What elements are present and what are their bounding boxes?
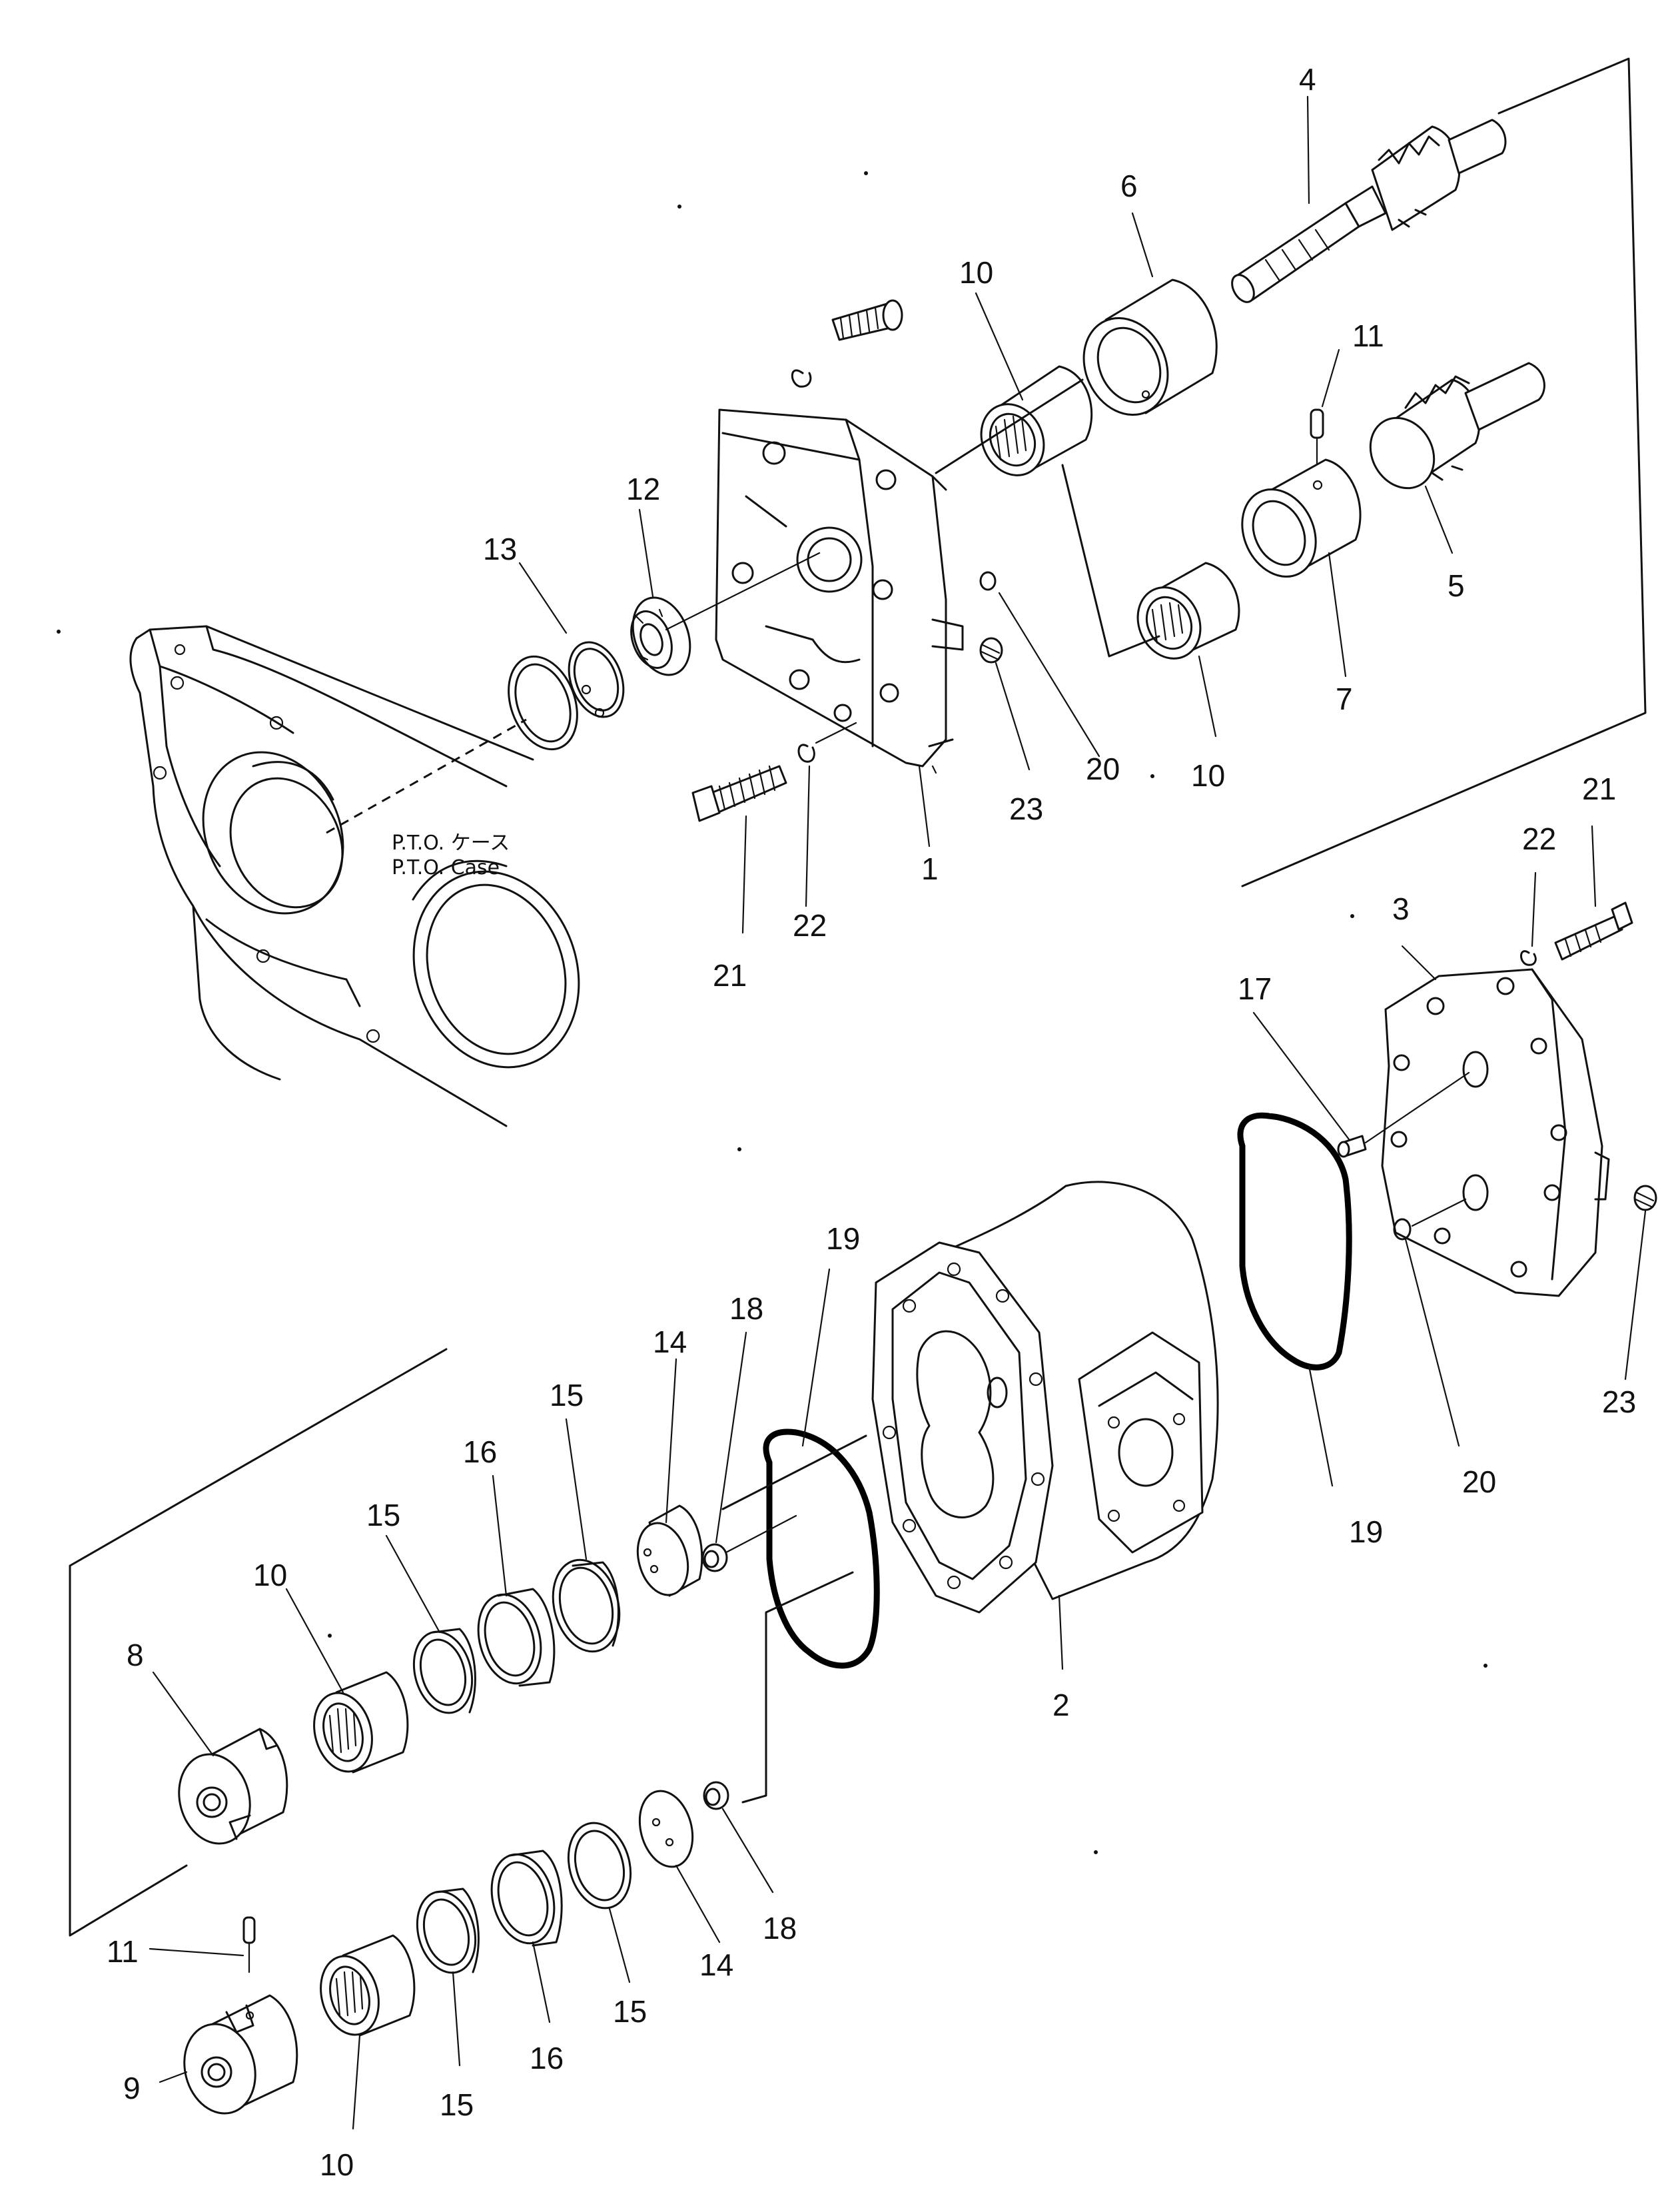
needle-bearing-lower-b [320,1934,416,2037]
callout-3: 3 [1392,891,1410,926]
case-label-en: P.T.O. Case [392,856,500,879]
callout-7: 7 [1336,682,1353,716]
callout-18: 18 [729,1291,763,1326]
callout-6: 6 [1120,169,1138,203]
pin [1310,408,1324,468]
ball-bearing [630,596,691,676]
callout-15: 15 [366,1498,400,1532]
wear-plate-lower [638,1790,694,1868]
pto-case: P.T.O. ケース P.T.O. Case [129,625,580,1127]
callout-19: 19 [826,1221,860,1256]
pump-body [871,1181,1219,1614]
callout-2: 2 [1052,1688,1070,1722]
callout-10: 10 [959,255,993,290]
seal-ring-15a [552,1558,621,1653]
dowel-pin [1337,1071,1470,1158]
callout-16: 16 [463,1434,497,1469]
plug-right [1633,1185,1657,1211]
callout-21: 21 [1582,772,1616,806]
lock-washer-22 [797,744,815,763]
scan-specks [57,171,1487,1854]
bolt-21-right [1554,901,1633,961]
bushing-9 [183,1994,298,2115]
needle-bearing-lower-a [313,1671,409,1774]
cover-plate [715,408,964,768]
callout-10: 10 [253,1558,287,1592]
callout-18: 18 [763,1911,797,1945]
lock-washer [791,369,812,388]
bolt-21 [691,765,787,822]
callout-10: 10 [320,2147,354,2182]
large-o-ring-left [763,1428,880,1669]
callout-10: 10 [1191,758,1225,793]
callout-8: 8 [127,1638,144,1672]
callout-22: 22 [793,908,827,943]
seal-ring-15b [412,1628,476,1714]
callout-17: 17 [1238,971,1272,1006]
small-o-ring-right [1393,1218,1412,1241]
drive-shaft [1231,119,1507,303]
backup-ring-16a [477,1588,556,1687]
callout-11: 11 [107,1934,139,1969]
case-label-jp: P.T.O. ケース [392,831,510,855]
lock-washer-22-right [1520,950,1537,966]
check-valve-upper [701,1514,797,1572]
callout-4: 4 [1299,62,1316,97]
ring [508,655,578,751]
large-o-ring-right [1237,1112,1352,1371]
callout-20: 20 [1462,1464,1496,1499]
seal-ring-15c [567,1822,632,1910]
bushing-8 [178,1728,288,1845]
callout-15: 15 [550,1378,584,1412]
callout-5: 5 [1448,568,1465,603]
callout-1: 1 [921,851,939,886]
rear-cover [1381,968,1610,1297]
small-o-ring [979,571,997,591]
callout-15: 15 [440,2087,474,2122]
callout-23: 23 [1009,792,1043,826]
needle-bearing-second [1136,562,1240,660]
callout-23: 23 [1602,1384,1636,1419]
seal-ring-15d [416,1888,480,1974]
bolt-top [831,299,903,341]
pin-lower [242,1916,256,1973]
callout-13: 13 [483,532,517,566]
callout-22: 22 [1522,822,1556,856]
callout-16: 16 [530,2041,564,2075]
callout-14: 14 [699,1947,733,1982]
plug [979,637,1003,664]
callout-leaders [149,95,1647,2130]
driven-gear [1369,362,1545,490]
callout-19: 19 [1349,1514,1383,1549]
callout-14: 14 [653,1325,687,1359]
check-valve-lower [703,1781,729,1810]
wear-plate-upper [636,1504,703,1597]
eccentric-sleeve [1241,458,1362,578]
callout-9: 9 [123,2071,141,2105]
needle-bearing-upper [980,365,1093,476]
callout-21: 21 [713,958,747,993]
backup-ring-16b [490,1850,563,1947]
callout-15: 15 [613,1994,647,2029]
sleeve [1082,278,1218,416]
callout-12: 12 [626,472,660,506]
callout-20: 20 [1086,752,1120,786]
callout-11: 11 [1352,318,1384,353]
